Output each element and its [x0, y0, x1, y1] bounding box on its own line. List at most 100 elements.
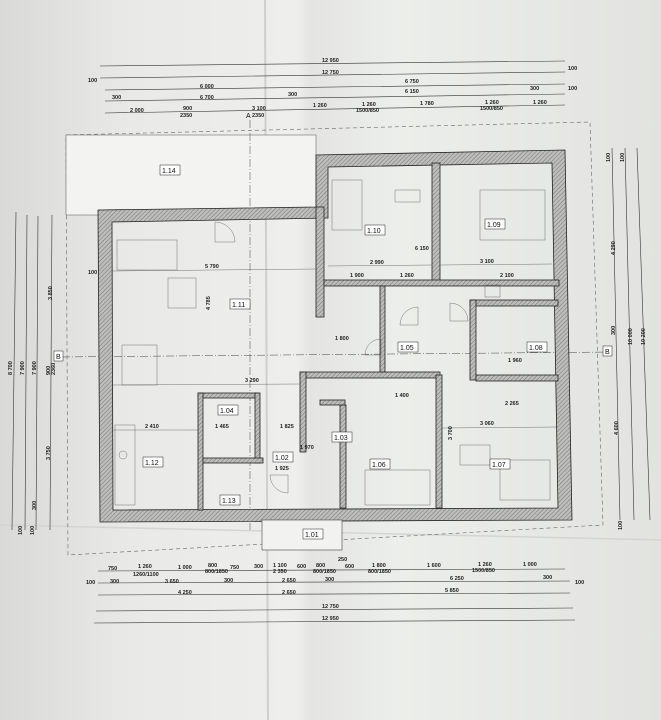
dimension-label: 800/1850: [205, 569, 228, 575]
room-label-1-04: 1.04: [220, 408, 234, 415]
dimension-label: 1 465: [215, 424, 229, 430]
dimension-label: 100: [86, 580, 95, 586]
dimension-label: A: [246, 113, 251, 120]
dim: 3 100: [252, 106, 266, 112]
dimension-label: 300: [543, 575, 552, 581]
dimension-label: 7 900: [32, 361, 38, 375]
dimension-label: 2 650: [282, 578, 296, 584]
dim: 2 000: [130, 108, 144, 114]
dimension-label: 1 825: [280, 424, 294, 430]
room-label-1-10: 1.10: [367, 228, 381, 235]
room-label-1-03: 1.03: [334, 435, 348, 442]
dimension-label: 3 290: [245, 378, 259, 384]
dim: 1500/850: [356, 108, 379, 114]
dimension-label: 1 100: [273, 563, 287, 569]
dimension-label: 1 400: [395, 393, 409, 399]
dimension-label: 4 600: [614, 421, 620, 435]
top-dimensions: 12 950 12 750 6 000 6 750 6 700 6 150 10…: [88, 58, 577, 119]
room-labels: 1.01 1.02 1.03 1.04 1.05 1.06 1.07 1.08 …: [142, 164, 548, 540]
dimension-label: 7 900: [20, 361, 26, 375]
dimension-label: 5 790: [205, 264, 219, 270]
dimension-label: 3 700: [448, 426, 454, 440]
dimension-label: 900: [46, 366, 52, 375]
dimension-label: 2360: [51, 363, 57, 375]
interior-walls: [197, 162, 560, 511]
dimension-label: 100: [618, 521, 624, 530]
porch: [261, 519, 343, 551]
dimension-label: 4 250: [178, 590, 192, 596]
dimension-label: 4 785: [206, 296, 212, 310]
dimension-label: 800/1850: [313, 569, 336, 575]
dimension-label: 12 750: [322, 604, 339, 610]
dimension-label: 6 250: [450, 576, 464, 582]
room-label-1-06: 1.06: [372, 462, 386, 469]
room-label-1-01: 1.01: [305, 532, 319, 539]
dim: 1 260: [485, 100, 499, 106]
dimension-label: 300: [32, 501, 38, 510]
dim-total-inner: 12 750: [322, 70, 339, 76]
dimension-label: 100: [620, 153, 626, 162]
room-label-1-05: 1.05: [400, 345, 414, 352]
dim: 300: [288, 92, 297, 98]
dimension-label: 750: [230, 565, 239, 571]
dim: 1 260: [362, 102, 376, 108]
room-label-1-13: 1.13: [222, 498, 236, 505]
dimension-label: 100: [606, 153, 612, 162]
dim: 2350: [180, 113, 192, 119]
dimension-label: 2 350: [273, 569, 287, 575]
dim: 6 150: [405, 89, 419, 95]
dimension-label: 1 960: [508, 358, 522, 364]
dimension-label: 3 850: [48, 286, 54, 300]
dimension-label: 100: [30, 526, 36, 535]
dimension-label: 6 150: [415, 246, 429, 252]
dimension-label: 300: [325, 577, 334, 583]
dimension-label: 2 265: [505, 401, 519, 407]
dimension-label: 2 990: [370, 260, 384, 266]
dimension-label: 300: [254, 564, 263, 570]
dimension-label: 250: [338, 557, 347, 563]
interior-dimensions: 5 790 4 785 2 990 3 100 1 900 1 260 2 10…: [111, 246, 559, 472]
terrace-outline: [65, 121, 604, 556]
dimension-label: 750: [108, 566, 117, 572]
dim: 1 260: [533, 100, 547, 106]
dim: 1 260: [313, 103, 327, 109]
room-label-1-12: 1.12: [145, 460, 159, 467]
dim: 100: [568, 86, 577, 92]
dimension-label: B: [56, 354, 61, 361]
dimension-label: 4 290: [611, 241, 617, 255]
dimension-label: 1 900: [350, 273, 364, 279]
left-dimensions: 8 700 7 900 7 900 3 850 900 2360 3 750 3…: [8, 211, 97, 535]
dimension-label: 5 850: [445, 588, 459, 594]
room-label-1-02: 1.02: [275, 455, 289, 462]
dim: 100: [568, 66, 577, 72]
dimension-label: 1 800: [372, 563, 386, 569]
dimension-label: 600: [297, 564, 306, 570]
section-mark-b: B B: [53, 345, 613, 362]
dimension-label: 10 200: [641, 328, 647, 345]
room-label-1-08: 1.08: [529, 345, 543, 352]
dimension-label: 1260/1100: [133, 572, 159, 578]
fold-line: [264, 0, 269, 720]
dim: 6 700: [200, 95, 214, 101]
dim: 900: [183, 106, 192, 112]
dimension-label: 3 060: [480, 421, 494, 427]
dimension-label: 100: [18, 526, 24, 535]
dimension-label: 1500/850: [472, 568, 495, 574]
dimension-label: B: [605, 349, 610, 356]
dimension-label: 2 410: [145, 424, 159, 430]
dimension-label: 12 950: [322, 616, 339, 622]
dim: 2350: [252, 113, 264, 119]
room-label-1-09: 1.09: [487, 222, 501, 229]
dimension-label: 3 650: [165, 579, 179, 585]
dimension-label: 1 925: [275, 466, 289, 472]
dimension-label: 1 260: [478, 562, 492, 568]
dim: 1500/850: [480, 106, 503, 112]
dimension-label: 1 000: [178, 565, 192, 571]
furniture: [114, 179, 551, 506]
room-label-1-11: 1.11: [232, 302, 245, 309]
right-dimensions: 4 290 300 4 600 10 000 10 200 100 100 10…: [606, 147, 651, 530]
room-label-1-14: 1.14: [162, 168, 176, 175]
dimension-label: 600: [345, 564, 354, 570]
